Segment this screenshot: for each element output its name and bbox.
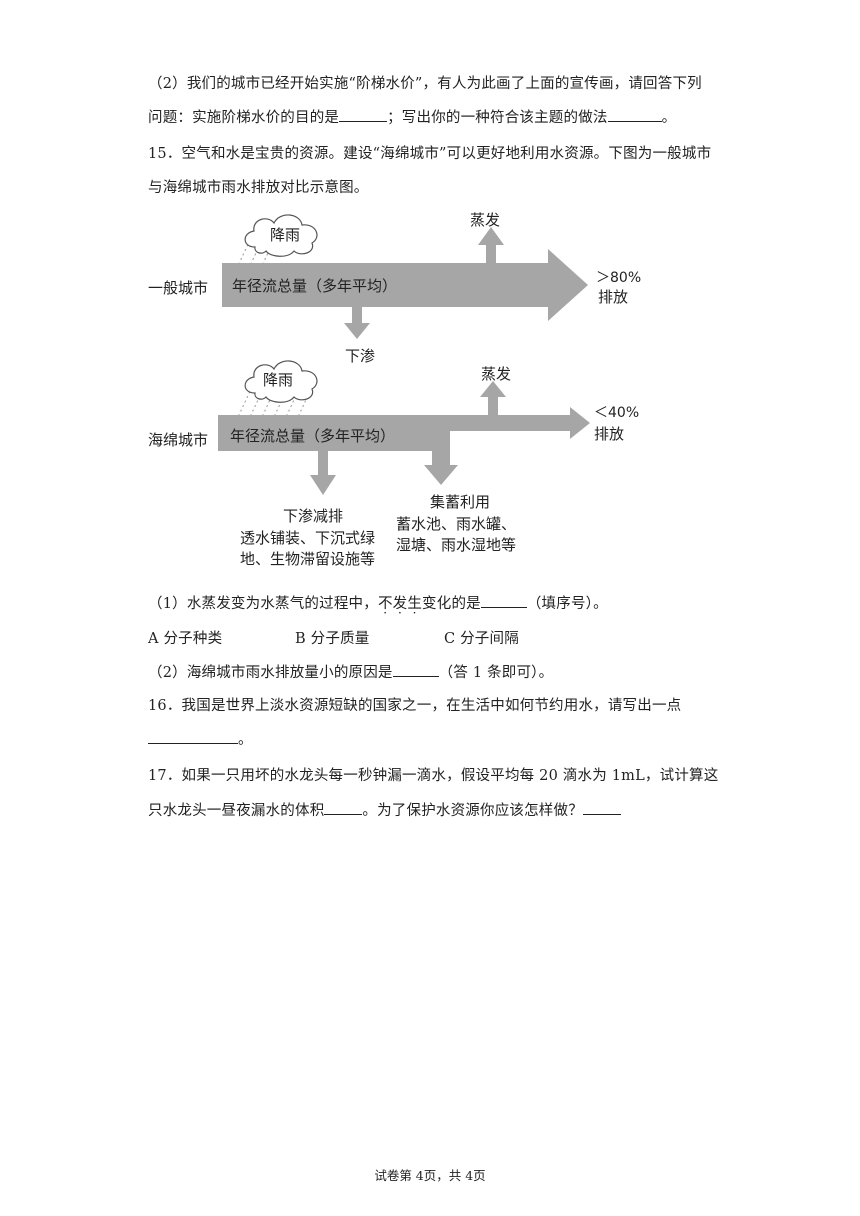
sponge-discharge-label: 排放 [594, 425, 624, 443]
cloud-icon [244, 360, 318, 403]
sponge-flow-label: 年径流总量（多年平均） [230, 427, 395, 445]
q14-2-text-a: 问题：实施阶梯水价的目的是 [148, 110, 340, 126]
infiltration-arrow [310, 451, 336, 495]
page-footer: 试卷第 4页，共 4页 [374, 1168, 486, 1183]
sponge-city-group: 降雨 年径流总量（多年平均） 海绵城市 蒸发 ＜40% 排放 下渗减排 透水铺装… [148, 360, 639, 568]
sponge-evaporation-label: 蒸发 [481, 365, 511, 383]
option-c[interactable]: C 分子间隔 [444, 631, 519, 647]
evaporation-arrow [480, 381, 506, 415]
q17-text-b: 。为了保护水资源你应该怎样做？ [362, 803, 583, 819]
runoff-arrow [222, 249, 588, 321]
answer-blank[interactable] [607, 107, 662, 122]
answer-blank[interactable] [148, 729, 238, 744]
emphasis-char: 生 [407, 596, 422, 612]
q16-line1: 16．我国是世界上淡水资源短缺的国家之一，在生活中如何节约用水，请写出一点 [148, 698, 682, 714]
answer-blank[interactable] [582, 800, 621, 815]
q15-stem-line2: 与海绵城市雨水排放对比示意图。 [148, 180, 369, 196]
collection-title: 集蓄利用 [430, 493, 490, 511]
general-city-label: 一般城市 [148, 279, 208, 297]
general-flow-label: 年径流总量（多年平均） [232, 277, 397, 295]
infiltration-title: 下渗减排 [283, 507, 343, 525]
q15-2-line: （2）海绵城市雨水排放量小的原因是 （答 1 条即可）。 [148, 661, 553, 682]
q16-text-end: 。 [238, 732, 253, 748]
infiltration-detail-2: 地、生物滞留设施等 [240, 550, 375, 568]
collection-detail-2: 湿塘、雨水湿地等 [396, 536, 516, 554]
q15-stem-line1: 15．空气和水是宝贵的资源。建设“海绵城市”可以更好地利用水资源。下图为一般城市 [148, 146, 712, 162]
collection-detail-1: 蓄水池、雨水罐、 [396, 515, 516, 533]
option-a[interactable]: A 分子种类 [148, 631, 223, 647]
infiltration-arrow [344, 307, 370, 339]
rain-label: 降雨 [263, 371, 293, 389]
emphasis-char: 不 [378, 596, 393, 612]
general-city-group: 降雨 年径流总量（多年平均） 一般城市 蒸发 下渗 ＞80% 排放 [148, 211, 641, 365]
runoff-arrow [218, 407, 590, 451]
q15-1-text-a: （1）水蒸发变为水蒸气的过程中， [148, 596, 378, 612]
q14-2-text-b: ；写出你的一种符合该主题的做法 [387, 110, 608, 126]
rain-label: 降雨 [270, 226, 300, 244]
q14-2-line2: 问题：实施阶梯水价的目的是 ；写出你的一种符合该主题的做法 。 [148, 106, 676, 127]
infiltration-detail-1: 透水铺装、下沉式绿 [240, 529, 375, 547]
general-discharge-pct: ＞80% [596, 270, 641, 286]
answer-blank[interactable] [324, 800, 363, 815]
general-evaporation-label: 蒸发 [470, 211, 500, 229]
q15-2-text-a: （2）海绵城市雨水排放量小的原因是 [148, 665, 393, 681]
q17-text-a: 只水龙头一昼夜漏水的体积 [148, 803, 325, 819]
option-b[interactable]: B 分子质量 [295, 631, 370, 647]
answer-blank[interactable] [392, 662, 439, 677]
q17-line1: 17．如果一只用坏的水龙头每一秒钟漏一滴水，假设平均每 20 滴水为 1mL，试… [148, 768, 719, 784]
collection-arrow [424, 431, 458, 485]
q15-1-text-c: （填序号）。 [526, 596, 608, 612]
sponge-city-label: 海绵城市 [148, 431, 208, 449]
q15-1-text-b: 变化的是 [422, 596, 481, 612]
general-discharge-label: 排放 [598, 288, 628, 306]
rainwater-diagram: 降雨 年径流总量（多年平均） 一般城市 蒸发 下渗 ＞80% 排放 降雨 年径流… [148, 211, 641, 568]
sponge-discharge-pct: ＜40% [594, 405, 639, 421]
q15-1-line: （1）水蒸发变为水蒸气的过程中，不发生变化的是 （填序号）。 [148, 592, 608, 613]
emphasis-char: 发 [393, 596, 408, 612]
answer-blank[interactable] [480, 593, 527, 608]
evaporation-arrow [478, 227, 504, 263]
answer-blank[interactable] [339, 107, 388, 122]
q15-2-text-b: （答 1 条即可）。 [438, 665, 554, 681]
general-infiltration-label: 下渗 [345, 347, 375, 365]
q14-2-line1: （2）我们的城市已经开始实施“阶梯水价”，有人为此画了上面的宣传画，请回答下列 [148, 76, 702, 92]
q14-2-text-c: 。 [661, 110, 677, 126]
cloud-icon [244, 214, 318, 257]
q16-line2: 。 [148, 728, 253, 749]
q17-line2: 只水龙头一昼夜漏水的体积 。为了保护水资源你应该怎样做？ [148, 799, 621, 820]
